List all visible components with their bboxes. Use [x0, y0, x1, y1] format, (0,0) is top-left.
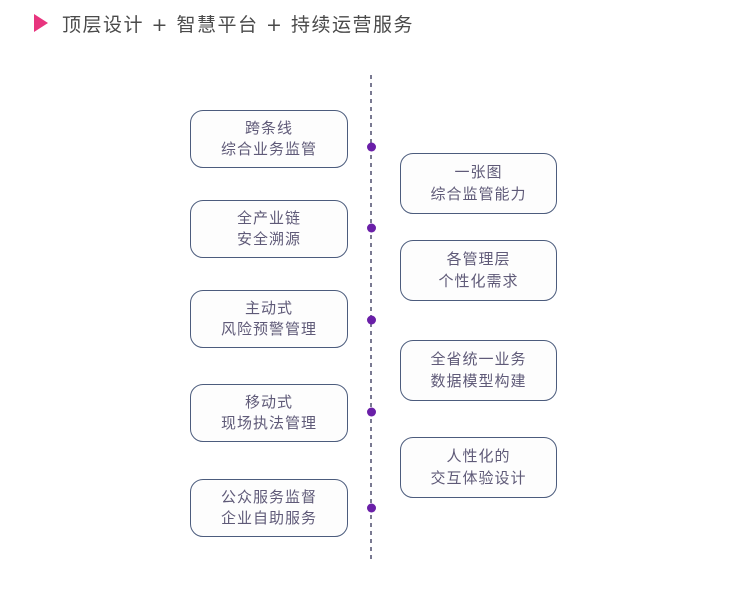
right-capability-box-3[interactable]: 人性化的交互体验设计 — [400, 437, 557, 498]
right-capability-box-3-line1: 人性化的 — [446, 447, 511, 466]
divider-node-dot-3 — [367, 407, 376, 417]
left-capability-box-1-line2: 安全溯源 — [236, 230, 301, 248]
right-capability-box-2[interactable]: 全省统一业务数据模型构建 — [400, 340, 557, 401]
right-capability-box-1-line1: 各管理层 — [446, 250, 511, 269]
divider-node-dot-0 — [367, 142, 376, 152]
page-title-row: 顶层设计 + 智慧平台 + 持续运营服务 — [34, 8, 414, 38]
divider-node-dot-2 — [367, 315, 376, 325]
right-capability-box-2-line1: 全省统一业务 — [430, 350, 527, 369]
left-capability-box-4-line2: 企业自助服务 — [220, 509, 317, 527]
play-triangle-icon — [34, 14, 48, 32]
left-capability-box-2-line1: 主动式 — [244, 298, 293, 317]
left-capability-box-3-line2: 现场执法管理 — [220, 414, 317, 432]
right-capability-box-0[interactable]: 一张图综合监管能力 — [400, 153, 557, 214]
right-capability-box-1[interactable]: 各管理层个性化需求 — [400, 240, 557, 301]
divider-node-dot-4 — [367, 503, 376, 513]
right-capability-box-2-line2: 数据模型构建 — [430, 371, 527, 390]
left-capability-box-0-line1: 跨条线 — [244, 118, 293, 137]
left-capability-box-1[interactable]: 全产业链安全溯源 — [190, 200, 348, 258]
right-capability-box-0-line1: 一张图 — [454, 163, 503, 182]
left-capability-box-3-line1: 移动式 — [244, 392, 293, 411]
left-capability-box-0[interactable]: 跨条线综合业务监管 — [190, 110, 348, 168]
left-capability-box-1-line1: 全产业链 — [236, 208, 301, 227]
left-capability-box-2-line2: 风险预警管理 — [220, 320, 317, 338]
left-capability-box-3[interactable]: 移动式现场执法管理 — [190, 384, 348, 442]
right-capability-box-3-line2: 交互体验设计 — [430, 468, 527, 487]
right-capability-box-1-line2: 个性化需求 — [438, 271, 519, 290]
divider-node-dot-1 — [367, 223, 376, 233]
left-capability-box-4-line1: 公众服务监督 — [220, 487, 317, 506]
left-capability-box-4[interactable]: 公众服务监督企业自助服务 — [190, 479, 348, 537]
left-capability-box-2[interactable]: 主动式风险预警管理 — [190, 290, 348, 348]
left-capability-box-0-line2: 综合业务监管 — [220, 140, 317, 158]
page-title: 顶层设计 + 智慧平台 + 持续运营服务 — [62, 13, 414, 36]
right-capability-box-0-line2: 综合监管能力 — [430, 184, 527, 203]
